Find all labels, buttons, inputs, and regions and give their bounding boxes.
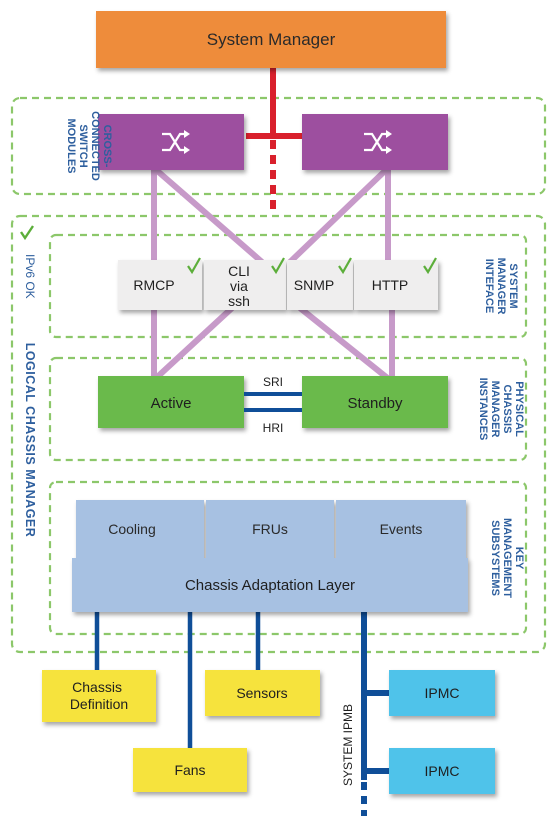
ipv6-ok-label: IPv6 OK (23, 254, 37, 299)
vertical-label-line: SUBSYSTEMS (489, 520, 501, 596)
key-group-label: KEYMANAGEMENTSUBSYSTEMS (489, 518, 525, 598)
active-box (98, 376, 244, 428)
vertical-label-line: CHASSIS (501, 385, 513, 434)
cooling-box (76, 500, 204, 558)
frus-label: FRUs (252, 521, 288, 537)
vertical-label-line: PHYSICAL (513, 381, 525, 437)
sensors-box (205, 670, 320, 716)
active-label: Active (151, 395, 192, 412)
cooling-label: Cooling (108, 521, 155, 537)
ipv6-label-group: IPv6 OK (23, 254, 37, 299)
switch-interface-links (151, 165, 395, 383)
check-icon (187, 257, 201, 275)
check-icon (271, 257, 285, 275)
ipmb-label-group: SYSTEM IPMB (341, 704, 355, 786)
vertical-label-line: MANAGER (489, 381, 501, 438)
vertical-label-line: CONNECTED (89, 111, 101, 181)
svg-text:SYSTEMMANAGERINTEFACE: SYSTEMMANAGERINTEFACE (483, 258, 519, 315)
interface-box-rmcp (118, 260, 202, 310)
interface-label-rmcp: RMCP (133, 277, 174, 293)
system-manager-box (96, 11, 446, 68)
logical-label-group: LOGICAL CHASSIS MANAGER (23, 343, 37, 538)
system-manager-title: System Manager (207, 30, 336, 49)
standby-label: Standby (347, 395, 403, 412)
ipmc-label-1: IPMC (425, 685, 460, 701)
system-manager-interface-group (48, 233, 528, 339)
vertical-label-line: SWITCH (77, 124, 89, 167)
frus-box (206, 500, 334, 558)
vertical-label-line: INSTANCES (477, 378, 489, 441)
events-box (336, 500, 466, 558)
switch-module-right (302, 114, 448, 170)
fans-box (133, 748, 247, 792)
ipmc-box-1 (389, 670, 495, 716)
physical-instances-group (48, 356, 528, 462)
vertical-label-line: MODULES (65, 119, 77, 174)
interface-label-snmp: SNMP (294, 277, 334, 293)
crossed-arrows-icon-heads (184, 130, 392, 154)
system-ipmb-label: SYSTEM IPMB (341, 704, 355, 786)
physical-group-label: PHYSICALCHASSISMANAGERINSTANCES (477, 378, 525, 441)
interface-box-snmp (287, 260, 353, 310)
ipmc-box-2 (389, 748, 495, 794)
key-subsystems-group (48, 480, 528, 636)
chassis-definition-box (42, 670, 156, 722)
sri-label: SRI (263, 375, 283, 389)
vertical-label-line: INTEFACE (483, 259, 495, 313)
ipmc-label-2: IPMC (425, 763, 460, 779)
chassis-adaptation-layer-box (72, 558, 468, 612)
events-label: Events (380, 521, 423, 537)
fans-label: Fans (174, 762, 205, 778)
check-icon (338, 257, 352, 275)
vertical-label-line: CROSS- (101, 125, 113, 168)
vertical-label-line: MANAGER (495, 258, 507, 315)
check-icon (423, 257, 437, 275)
interface-group-label: SYSTEMMANAGERINTEFACE (483, 258, 519, 315)
switch-modules-group (10, 96, 547, 196)
switch-modules-label: CROSS-CONNECTEDSWITCHMODULES (65, 111, 113, 181)
standby-box (302, 376, 448, 428)
svg-text:KEYMANAGEMENTSUBSYSTEMS: KEYMANAGEMENTSUBSYSTEMS (489, 518, 525, 598)
interface-box-http (354, 260, 438, 310)
switch-module-left (98, 114, 244, 170)
logical-chassis-manager-label: LOGICAL CHASSIS MANAGER (23, 343, 37, 538)
svg-text:PHYSICALCHASSISMANAGERINSTANCE: PHYSICALCHASSISMANAGERINSTANCES (477, 378, 525, 441)
subsystem-links (94, 612, 261, 752)
logical-chassis-manager-group (10, 214, 547, 654)
adaptation-layer-label: Chassis Adaptation Layer (185, 577, 355, 594)
chassis-definition-label: Chassis Definition (70, 679, 128, 712)
interface-label-http: HTTP (372, 277, 409, 293)
svg-text:CROSS-CONNECTEDSWITCHMODULES: CROSS-CONNECTEDSWITCHMODULES (65, 111, 113, 181)
vertical-label-line: MANAGEMENT (501, 518, 513, 598)
check-icon (20, 225, 34, 241)
sensors-label: Sensors (236, 685, 287, 701)
vertical-label-line: SYSTEM (507, 263, 519, 308)
hri-label: HRI (263, 421, 284, 435)
vertical-label-line: KEY (513, 547, 525, 570)
